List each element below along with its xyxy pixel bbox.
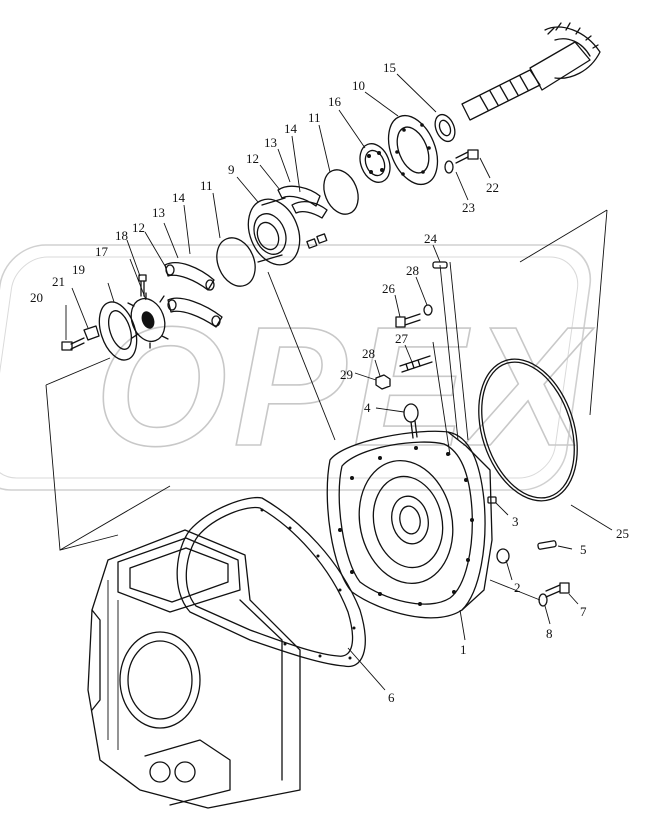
part-18-bolt — [138, 274, 147, 297]
callout-14b: 14 — [284, 121, 298, 136]
part-16-bearing — [359, 143, 391, 183]
watermark-logo: OPEX — [0, 244, 594, 491]
callout-15: 15 — [383, 60, 396, 75]
alignment-lines — [45, 209, 608, 551]
callout-24: 24 — [424, 231, 438, 246]
part-12-13-14-lower-links — [164, 262, 223, 328]
part-8-washer — [538, 593, 548, 607]
pinion-shaft — [461, 22, 601, 121]
part-20-bolt — [61, 337, 85, 351]
callout-9: 9 — [228, 162, 235, 177]
callout-20: 20 — [30, 290, 43, 305]
callout-1: 1 — [460, 642, 467, 657]
callout-11a: 11 — [200, 178, 213, 193]
callout-3: 3 — [512, 514, 519, 529]
callout-22: 22 — [486, 180, 499, 195]
callout-28b: 28 — [362, 346, 375, 361]
leader-lines — [65, 73, 613, 691]
callout-8: 8 — [546, 626, 553, 641]
callout-12b: 12 — [246, 151, 259, 166]
part-2-plug — [496, 548, 510, 564]
part-25-o-ring — [478, 358, 578, 502]
callout-13a: 13 — [152, 205, 165, 220]
part-7-bolt — [545, 582, 570, 598]
watermark-text: OPEX — [95, 292, 594, 482]
callout-26: 26 — [382, 281, 396, 296]
callout-labels: 20 21 19 17 18 12 13 14 11 9 12 13 14 11… — [30, 60, 629, 705]
part-21-lock-plate — [83, 325, 100, 341]
part-9-cage — [247, 197, 301, 266]
callout-17: 17 — [95, 244, 109, 259]
callout-18: 18 — [115, 228, 128, 243]
callout-11b: 11 — [308, 110, 321, 125]
part-17-hub — [127, 292, 169, 349]
part-19-plate — [98, 301, 138, 361]
part-12-13-14-upper-links — [277, 185, 328, 219]
callout-10: 10 — [352, 78, 365, 93]
small-nuts — [306, 233, 328, 249]
part-23-washer — [444, 160, 454, 174]
part-11-lower-o-ring — [216, 237, 256, 287]
callout-6: 6 — [388, 690, 395, 705]
part-22-bolt — [455, 149, 479, 164]
callout-21: 21 — [52, 274, 65, 289]
part-11-upper-o-ring — [323, 169, 359, 215]
callout-14a: 14 — [172, 190, 186, 205]
callout-19: 19 — [72, 262, 85, 277]
callout-16: 16 — [328, 94, 342, 109]
part-4-lifting-eye — [403, 403, 419, 439]
callout-29: 29 — [340, 367, 353, 382]
transmission-case — [87, 529, 301, 809]
part-26-bolt — [395, 313, 421, 328]
callout-4: 4 — [364, 400, 371, 415]
callout-2: 2 — [514, 580, 521, 595]
callout-7: 7 — [580, 604, 587, 619]
part-15-bearing — [434, 113, 456, 143]
part-5-pin — [537, 540, 557, 550]
part-27-stud — [399, 355, 433, 373]
callout-12a: 12 — [132, 220, 145, 235]
callout-23: 23 — [462, 200, 475, 215]
callout-27: 27 — [395, 331, 409, 346]
callout-28a: 28 — [406, 263, 419, 278]
part-3-fitting — [487, 496, 497, 504]
part-10-flange — [387, 114, 439, 186]
part-28-upper-washer — [423, 304, 433, 316]
callout-5: 5 — [580, 542, 587, 557]
part-29-nut — [375, 374, 391, 390]
callout-13b: 13 — [264, 135, 277, 150]
part-6-gasket — [176, 496, 366, 668]
callout-25: 25 — [616, 526, 629, 541]
